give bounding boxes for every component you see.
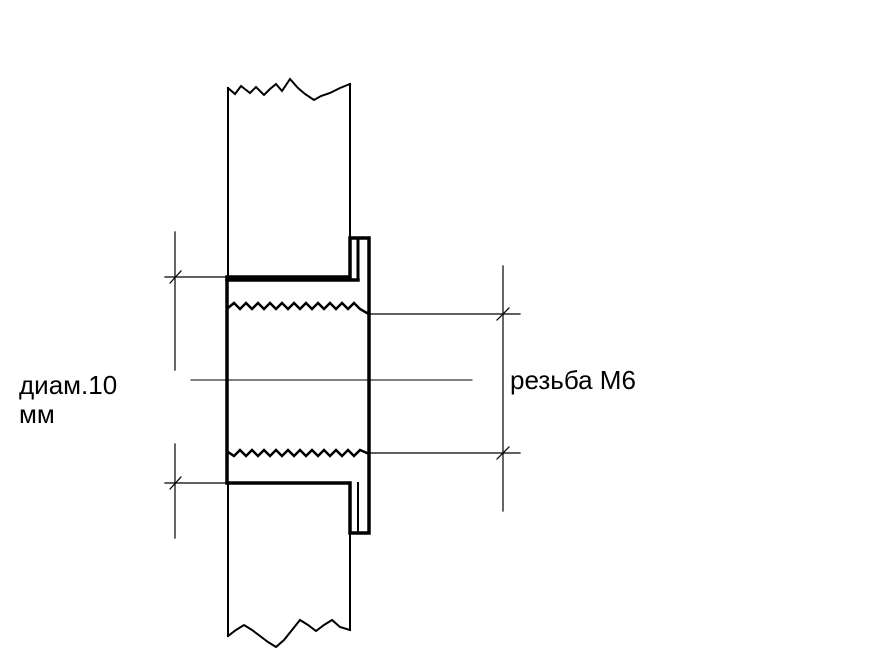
upper-wall-panel [226,77,352,278]
bushing-upper-flange-outline [225,236,371,535]
lower-thread-profile [226,448,369,458]
thread-upper-tick [496,307,510,321]
diameter-label-unit: мм [19,398,55,429]
thread-dimension [368,265,521,512]
bushing-body [225,236,371,535]
lower-wall-break-line [226,618,352,649]
diameter-upper-tick [169,270,182,284]
diameter-label-value: диам.10 [19,370,118,400]
upper-thread-profile [226,301,369,315]
diameter-dimension [164,231,228,539]
thread-label: резьба М6 [510,365,636,395]
lower-wall-panel [226,482,352,649]
diameter-lower-tick [169,476,182,490]
diameter-label: диам.10 мм [19,371,117,428]
upper-wall-break-line [226,77,352,102]
thread-lower-tick [496,446,510,460]
